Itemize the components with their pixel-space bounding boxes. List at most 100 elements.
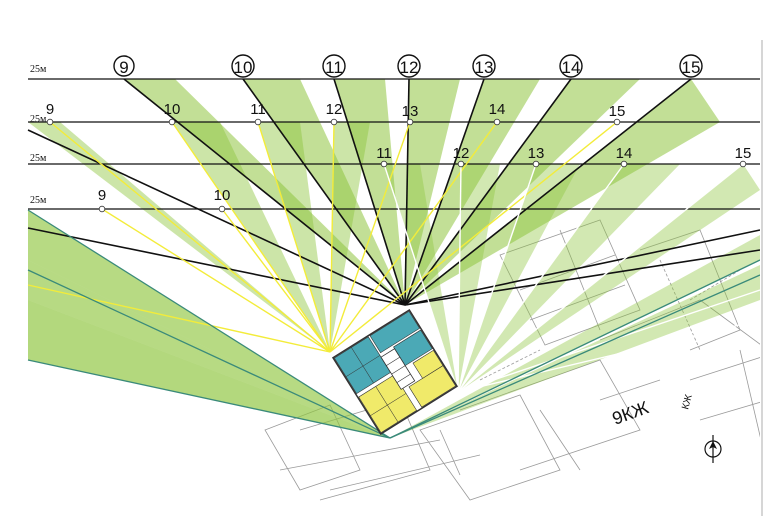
north-arrow-icon [704,435,722,463]
sector [458,164,580,392]
sector [405,79,460,305]
ray-yellow [101,208,331,353]
ray-yellow [329,121,335,353]
ray-teal [27,209,391,439]
ray-black [27,129,406,306]
sector [390,235,760,438]
hour-marker: 13 [528,145,545,162]
sector [28,300,390,438]
hour-marker: 15 [735,145,752,162]
hour-markers-row-4: 9 10 [98,187,231,204]
hour-marker: 9 [46,101,54,118]
svg-text:12: 12 [400,58,419,77]
sector [405,79,720,305]
ray-yellow [257,121,331,353]
ray-white [457,163,537,393]
ray-white [457,163,462,393]
hour-dot [613,118,621,126]
ray-black [404,78,692,306]
apartment-yellow-3 [412,349,444,379]
hour-dot [380,160,388,168]
street-label: КЖ [680,393,695,411]
ray-black [123,78,406,306]
ray-yellow [221,208,331,353]
svg-text:9: 9 [119,58,128,77]
ray-black [27,227,406,306]
sector [405,79,640,305]
hour-dot [620,160,628,168]
hour-marker: 12 [397,54,421,78]
hour-markers-row-3: 11 12 13 14 15 [376,145,751,162]
hour-dot [406,118,414,126]
hour-marker: 13 [472,54,496,78]
sector [28,122,330,352]
ray-white [457,319,761,393]
hour-dot [98,205,106,213]
hour-dot [457,160,465,168]
hour-marker: 15 [679,54,703,78]
hour-marker: 14 [489,101,506,118]
level-label: 25м [30,114,47,125]
hour-marker: 9 [98,187,106,204]
hour-dot [493,118,501,126]
hour-dot [739,160,747,168]
sector [390,265,760,438]
stair-core [380,348,416,390]
svg-text:14: 14 [562,58,581,77]
hour-markers-row-2: 9 10 11 12 13 14 15 [46,101,626,120]
level-label: 25м [30,195,47,206]
ray-yellow [329,121,618,353]
hour-marker: 11 [376,145,392,162]
hour-marker: 9 [113,55,135,77]
ray-yellow [329,121,498,353]
ray-white [383,163,459,393]
hour-dot [218,205,226,213]
apartment-teal-2 [369,310,421,354]
ray-black [242,78,406,306]
hour-dot [532,160,540,168]
hour-marker: 12 [453,145,470,162]
ray-white [457,163,625,393]
ray-yellow [171,121,331,353]
ray-teal [27,359,391,439]
ray-black [404,229,761,306]
sector [458,164,500,392]
ray-yellow [329,121,411,353]
svg-text:10: 10 [234,58,253,77]
edge-strip [760,40,768,516]
sun-rays [27,78,761,439]
ray-black [404,78,410,306]
svg-text:15: 15 [682,58,701,77]
hour-dot [46,118,54,126]
hour-markers-row-1: 9 10 11 12 13 14 15 [113,54,703,78]
building-label-group: 9КЖ [610,397,652,429]
ray-black [333,78,406,306]
svg-text:11: 11 [325,58,343,77]
ray-yellow [49,121,331,353]
ray-black [404,249,761,306]
building-label: 9КЖ [610,397,652,429]
hour-dot [330,118,338,126]
hour-dot [168,118,176,126]
sector [405,79,540,305]
hour-marker: 14 [616,145,633,162]
ray-white [457,163,744,393]
hour-marker: 10 [164,101,181,118]
level-label: 25м [30,153,47,164]
ray-yellow [27,284,331,353]
street-label-group: КЖ [680,393,695,411]
ray-teal [27,269,391,439]
hour-marker: 10 [214,187,231,204]
level-lines [28,78,760,210]
hour-marker: 11 [322,54,346,78]
ray-black [404,78,572,306]
hour-marker: 14 [559,54,583,78]
hour-marker: 15 [609,103,626,120]
sector [458,164,760,392]
sector [330,122,370,352]
ray-teal [389,274,761,439]
hour-marker: 12 [326,101,343,118]
hour-marker: 10 [231,54,255,78]
sector [458,164,680,392]
